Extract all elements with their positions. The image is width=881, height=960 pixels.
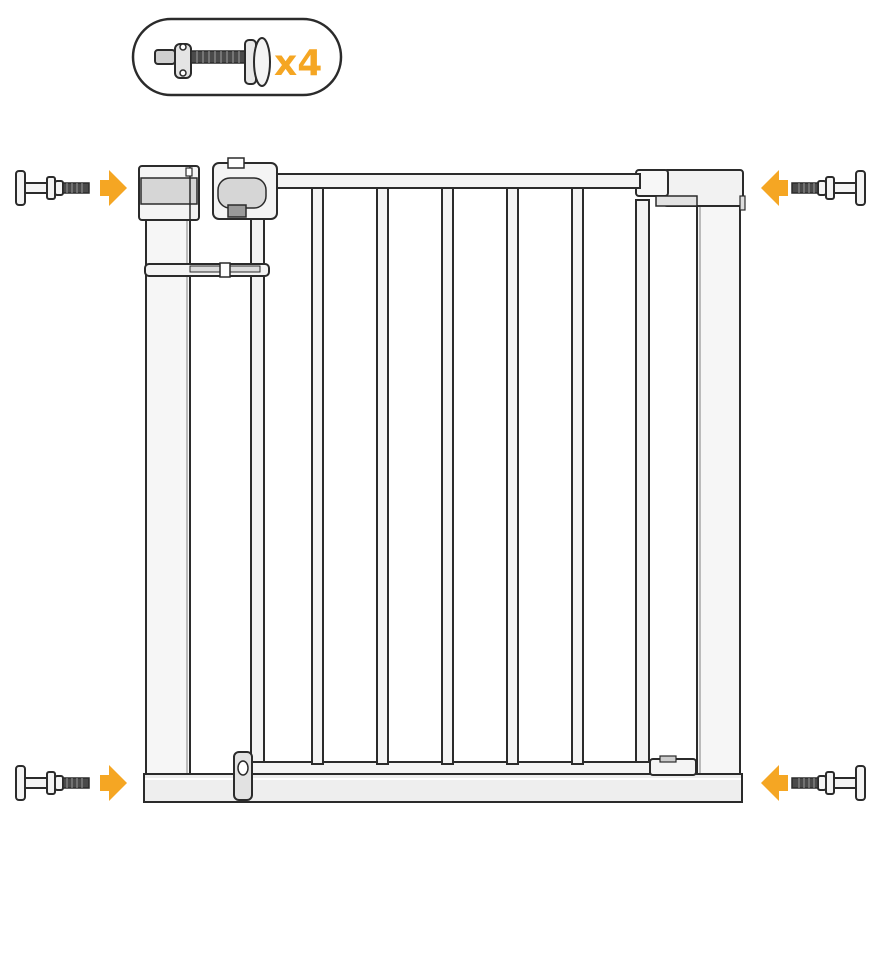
parts-callout: x4 <box>131 17 343 97</box>
top-latch-handle[interactable] <box>212 157 278 220</box>
bottom-hinge <box>233 751 253 801</box>
quantity-label: x4 <box>274 43 322 84</box>
right-frame-post <box>696 204 741 775</box>
arrow-bottom-left-icon <box>100 765 127 801</box>
bolt-top-left-icon <box>15 170 90 206</box>
door-stop <box>649 755 697 776</box>
top-right-corner-connector <box>635 169 746 211</box>
bolt-bottom-left-icon <box>15 765 90 801</box>
gate-bar <box>311 187 324 765</box>
gate-bar <box>571 187 584 765</box>
arrow-bottom-right-icon <box>761 765 788 801</box>
pressure-safety-gate <box>138 157 746 803</box>
bolt-bottom-right-icon <box>791 765 866 801</box>
gate-bar <box>441 187 454 765</box>
left-frame-post <box>145 217 191 775</box>
arrow-top-left-icon <box>100 170 127 206</box>
top-left-corner-connector <box>138 165 200 221</box>
gate-bar <box>506 187 519 765</box>
bolt-with-pressure-pad-icon <box>154 37 271 87</box>
bolt-top-right-icon <box>791 170 866 206</box>
gate-bar <box>376 187 389 765</box>
arrow-top-right-icon <box>761 170 788 206</box>
gate-bars <box>311 187 584 765</box>
hinge-strap <box>144 262 270 278</box>
